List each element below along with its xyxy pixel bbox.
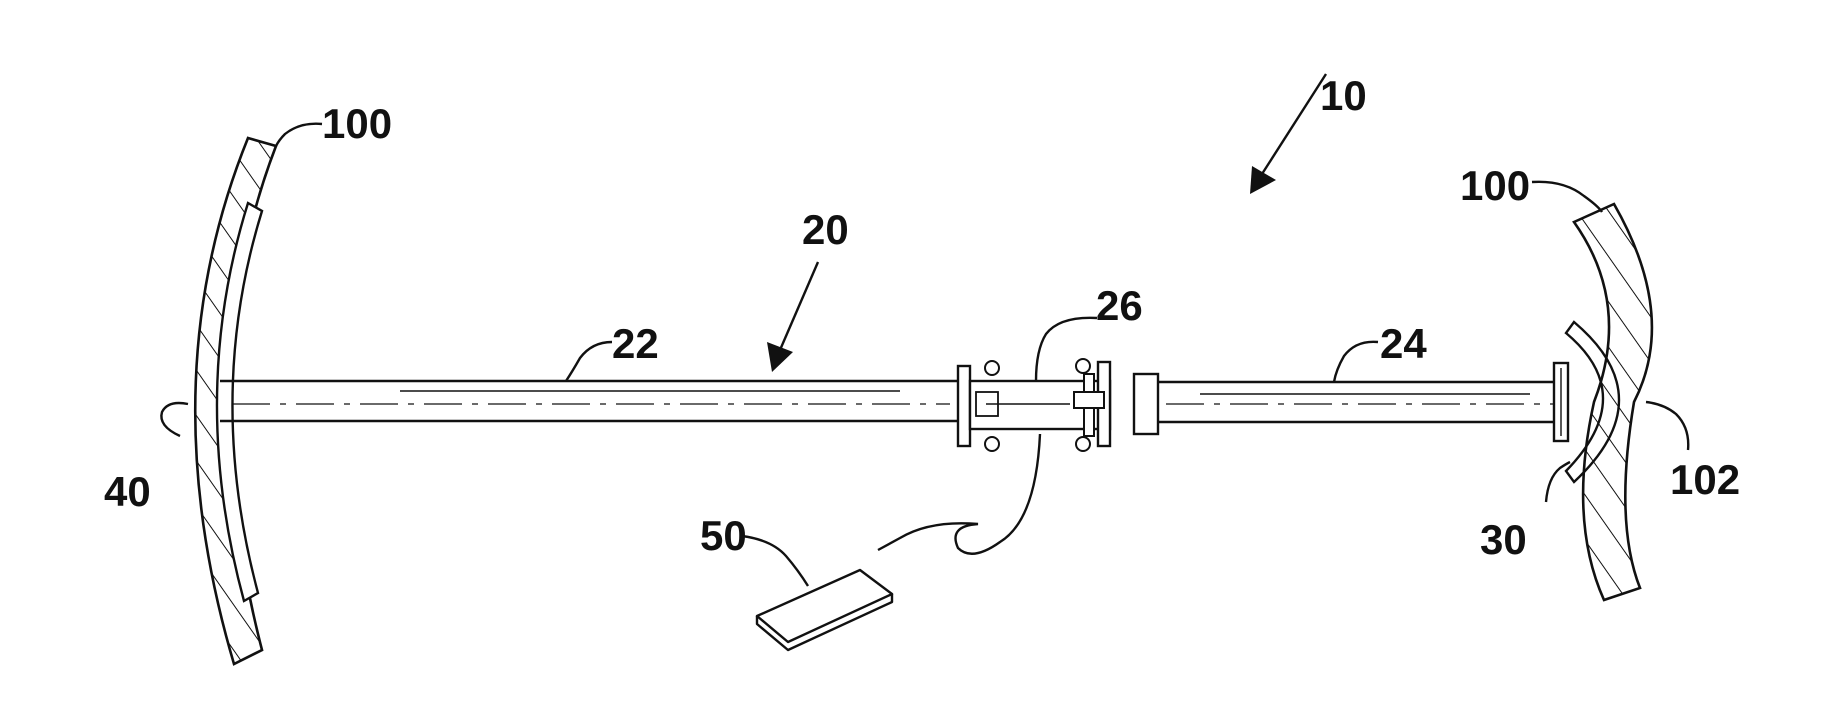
- reference-labels: 10 20 22 26 24 30 40 50 100 100 102: [104, 72, 1740, 563]
- label-rod-right: 24: [1380, 320, 1427, 367]
- label-rod-left: 22: [612, 320, 659, 367]
- leader-lines: [161, 74, 1688, 586]
- label-left-pad: 40: [104, 468, 151, 515]
- label-device: 10: [1320, 72, 1367, 119]
- label-remote: 50: [700, 512, 747, 559]
- rod-right: [1134, 363, 1568, 441]
- label-coupler: 26: [1096, 282, 1143, 329]
- remote-cable: [878, 434, 1040, 554]
- coupler: [958, 359, 1110, 451]
- label-wall-right: 100: [1460, 162, 1530, 209]
- label-wall-left: 100: [322, 100, 392, 147]
- label-rod-assembly: 20: [802, 206, 849, 253]
- right-wall: [1574, 204, 1652, 600]
- label-wall-contact: 102: [1670, 456, 1740, 503]
- left-wall: [195, 138, 276, 664]
- label-right-pad: 30: [1480, 516, 1527, 563]
- rod-assembly: [220, 359, 1568, 451]
- rod-left: [220, 381, 958, 421]
- remote: [757, 570, 892, 650]
